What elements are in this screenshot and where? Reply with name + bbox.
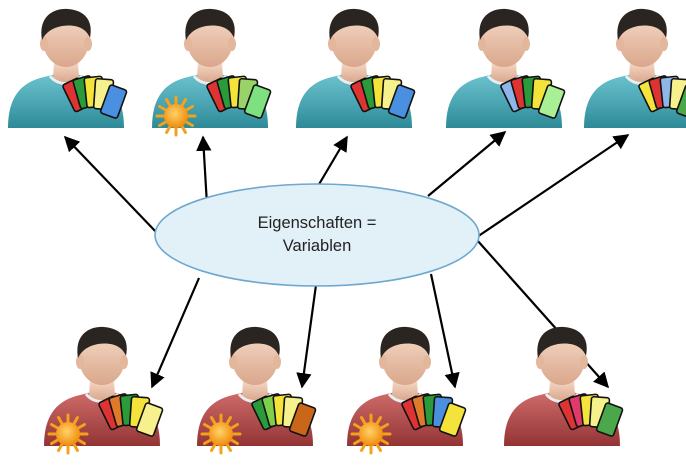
center-node: Eigenschaften = Variablen — [154, 183, 480, 287]
person-hair — [537, 326, 587, 358]
person-ear — [660, 37, 668, 51]
center-label-line1: Eigenschaften = — [258, 214, 377, 232]
arrow-to-bottom-3 — [429, 273, 460, 389]
person-ear — [84, 37, 92, 51]
person-hair — [380, 326, 430, 358]
person-bottom-4 — [504, 326, 624, 446]
person-ear — [40, 37, 48, 51]
arrow-to-top-3 — [317, 135, 348, 187]
person-ear — [536, 355, 544, 369]
person-ear — [372, 37, 380, 51]
person-hair — [329, 8, 379, 40]
person-top-3 — [296, 8, 416, 128]
person-ear — [616, 37, 624, 51]
person-ear — [423, 355, 431, 369]
person-ear — [522, 37, 530, 51]
person-ear — [478, 37, 486, 51]
arrow-to-top-4 — [427, 131, 507, 197]
person-bottom-1 — [44, 326, 164, 455]
person-bottom-2 — [197, 326, 317, 455]
playing-card — [387, 84, 416, 119]
person-neck — [197, 62, 223, 83]
person-bottom-3 — [347, 326, 467, 455]
card-fan — [62, 75, 128, 119]
playing-card — [99, 84, 128, 119]
person-neck — [549, 380, 575, 401]
center-label-line2: Variablen — [283, 237, 352, 255]
arrow-to-top-1 — [63, 135, 159, 235]
card-fan — [558, 393, 624, 437]
person-neck — [392, 380, 418, 401]
sun-icon — [200, 413, 242, 455]
playing-card — [537, 84, 566, 119]
person-hair — [479, 8, 529, 40]
person-neck — [341, 62, 367, 83]
sun-icon — [350, 413, 392, 455]
person-ear — [379, 355, 387, 369]
person-neck — [53, 62, 79, 83]
sun-icon — [155, 95, 197, 137]
person-ear — [580, 355, 588, 369]
card-fan — [638, 75, 686, 119]
arrow-to-bottom-2 — [296, 284, 318, 389]
center-ellipse — [154, 183, 480, 287]
person-top-4 — [446, 8, 566, 128]
playing-card — [243, 84, 272, 119]
person-ear — [76, 355, 84, 369]
person-neck — [242, 380, 268, 401]
playing-card — [595, 402, 624, 437]
person-neck — [491, 62, 517, 83]
person-hair — [230, 326, 280, 358]
playing-card — [135, 402, 164, 437]
card-fan — [350, 75, 416, 119]
playing-card — [438, 402, 467, 437]
card-fan — [251, 393, 317, 437]
card-fan — [98, 393, 164, 437]
person-ear — [328, 37, 336, 51]
person-top-1 — [8, 8, 128, 128]
arrow-to-top-2 — [196, 135, 212, 206]
person-top-5 — [584, 8, 686, 128]
person-hair — [185, 8, 235, 40]
card-fan — [500, 75, 566, 119]
person-ear — [228, 37, 236, 51]
arrow-to-top-5 — [476, 134, 630, 238]
person-ear — [184, 37, 192, 51]
persons-group — [8, 8, 686, 455]
arrow-to-bottom-1 — [150, 277, 201, 389]
person-hair — [617, 8, 667, 40]
person-hair — [77, 326, 127, 358]
person-hair — [41, 8, 91, 40]
card-fan — [401, 393, 467, 437]
person-neck — [629, 62, 655, 83]
sun-icon — [47, 413, 89, 455]
person-ear — [273, 355, 281, 369]
playing-card — [675, 84, 686, 119]
person-neck — [89, 380, 115, 401]
person-top-2 — [152, 8, 272, 137]
playing-card — [288, 402, 317, 437]
card-fan — [206, 75, 272, 119]
person-ear — [229, 355, 237, 369]
person-ear — [120, 355, 128, 369]
